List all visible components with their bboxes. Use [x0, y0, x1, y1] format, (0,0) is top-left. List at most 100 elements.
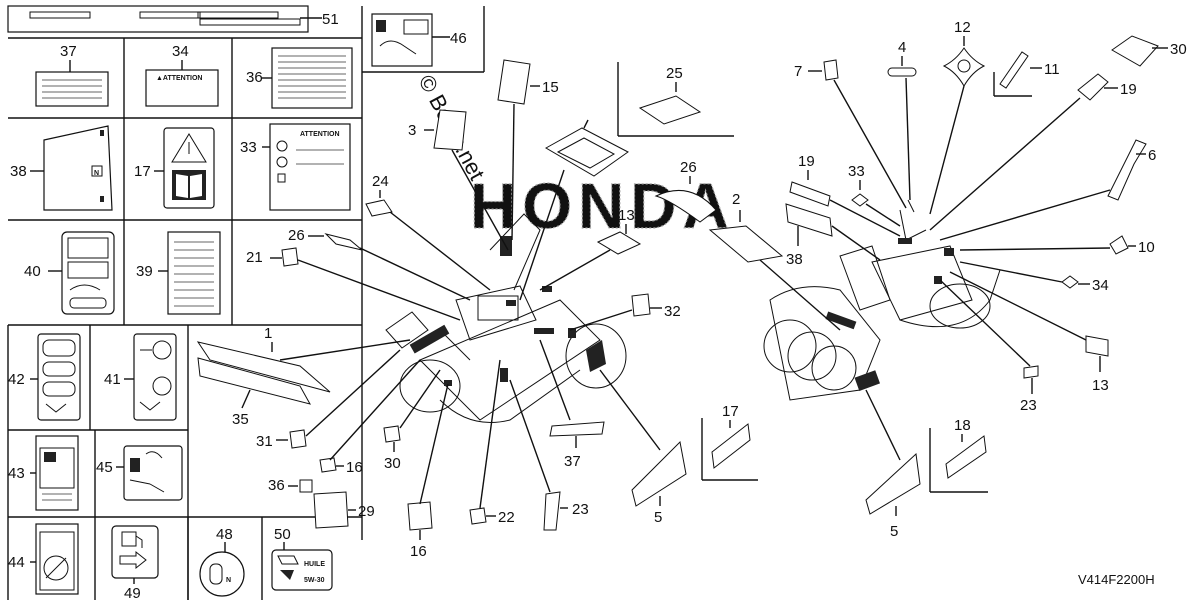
callout-23b: 23 [1020, 397, 1037, 414]
decal-17b-shape [945, 435, 987, 479]
callout-46: 40 [24, 263, 41, 280]
callout-5b: 5 [890, 523, 898, 540]
decal-41-shape [544, 127, 629, 177]
decal-44-n: N [94, 170, 99, 177]
decal-46-shape [61, 231, 115, 315]
callout-17a: 17 [722, 403, 739, 420]
decal-6-shape [1107, 139, 1147, 201]
decal-27-shape [654, 189, 717, 223]
decal-45-shape [167, 231, 221, 315]
callout-35: 35 [232, 411, 249, 428]
callout-13b: 13 [1092, 377, 1109, 394]
callout-42: 36 [246, 69, 263, 86]
callout-26b: 26 [288, 227, 305, 244]
decal-28-shape [313, 491, 349, 529]
callout-43: 37 [60, 43, 77, 60]
callout-48: 42 [8, 371, 25, 388]
decal-5a-shape [631, 440, 687, 507]
callout-44: 38 [10, 163, 27, 180]
decal-52-group: 46 [361, 6, 485, 73]
diagram-id: V414F2200H [1078, 572, 1155, 587]
decal-32-shape [631, 293, 651, 317]
callout-4b: 4 [898, 39, 906, 56]
decal-20-shape [281, 247, 299, 267]
callout-16b: 16 [346, 459, 363, 476]
callout-49: 43 [8, 465, 25, 482]
callout-1: 1 [264, 325, 272, 342]
callout-40: 34 [172, 43, 189, 60]
decal-21-shape [469, 507, 487, 525]
decal-42-shape [271, 47, 353, 109]
decal-2-shape [708, 225, 784, 263]
callout-7: 7 [794, 63, 802, 80]
callout-51: 45 [96, 459, 113, 476]
right-snowblower [763, 199, 1001, 401]
decal-33-shape [851, 193, 869, 207]
decal-1-shape [196, 341, 331, 393]
callout-55: 49 [124, 585, 141, 600]
callout-27: 26 [680, 159, 697, 176]
decal-9-shape [999, 51, 1029, 89]
decal-25-shape [365, 199, 393, 217]
decal-13-shape [1085, 335, 1109, 357]
callout-18: 19 [1120, 81, 1137, 98]
decal-49-shape [35, 435, 79, 511]
decal-37-shape [549, 421, 605, 437]
decal-23-shape [1023, 365, 1039, 379]
callout-11: 13 [618, 207, 635, 224]
decal-8-shape [1109, 235, 1129, 255]
decal-34-shape [1061, 275, 1079, 289]
decal-16-shape [319, 457, 337, 473]
decal-40-shape [145, 69, 219, 107]
decal-7-shape [823, 59, 839, 81]
callout-29: 30 [384, 455, 401, 472]
decal-56-grade: 5W-30 [304, 577, 325, 584]
callout-8: 10 [1138, 239, 1155, 256]
callout-19b: 19 [798, 153, 815, 170]
callout-54: 48 [216, 526, 233, 543]
callout-30b: 30 [1170, 41, 1187, 58]
decal-43-shape [35, 71, 109, 107]
floating-decals: 1 35 3 15 35 25 26 2 [196, 19, 1187, 560]
callout-31: 31 [256, 433, 273, 450]
decal-10-shape [942, 47, 986, 88]
decal-40-text: ▲ATTENTION [156, 75, 202, 82]
decal-39-text: ATTENTION [300, 131, 340, 138]
callout-50: 44 [8, 554, 25, 571]
decal-47-shape [133, 333, 177, 421]
callout-53: 51 [322, 11, 339, 28]
decal-50-shape [35, 523, 79, 595]
callout-15: 17 [134, 163, 151, 180]
callout-33b: 33 [848, 163, 865, 180]
decal-17a-shape [711, 423, 751, 469]
label-grid: 51 37 34 ▲ATTENTION 36 [7, 5, 363, 600]
callout-45: 39 [136, 263, 153, 280]
callout-39: 33 [240, 139, 257, 156]
callout-24: 25 [666, 65, 683, 82]
callout-38b: 38 [786, 251, 803, 268]
callout-28: 29 [358, 503, 375, 520]
decal-56-huile: HUILE [304, 561, 325, 568]
decal-4-shape [887, 67, 917, 77]
decal-54-n: N [226, 577, 231, 584]
callout-2: 2 [732, 191, 740, 208]
decal-5b-shape [865, 452, 921, 515]
callout-37b: 37 [564, 453, 581, 470]
decal-19-shape [789, 181, 831, 207]
decal-29-shape [383, 425, 401, 443]
callout-32b: 32 [664, 303, 681, 320]
callout-56: 50 [274, 526, 291, 543]
callout-21: 22 [498, 509, 515, 526]
decal-3-shape [433, 109, 467, 151]
decal-35-shape [197, 357, 312, 405]
decal-51-shape [123, 445, 183, 501]
decal-30-shape [1111, 35, 1159, 67]
decal-44-shape [43, 125, 113, 211]
decal-38-shape [785, 203, 833, 237]
callout-25: 24 [372, 173, 389, 190]
callout-52: 46 [450, 30, 467, 47]
callout-6: 6 [1148, 147, 1156, 164]
decal-12-shape [497, 59, 531, 105]
decal-24-shape [638, 95, 702, 125]
